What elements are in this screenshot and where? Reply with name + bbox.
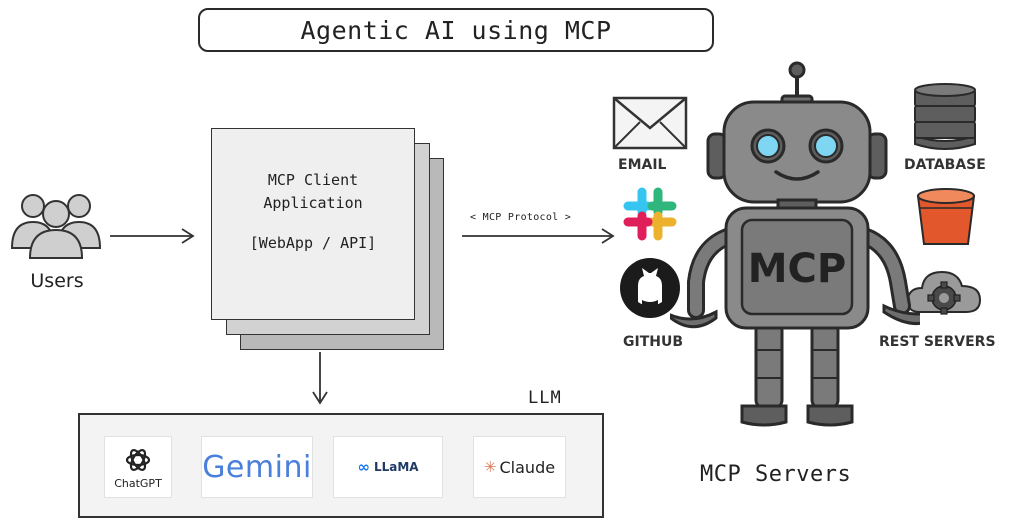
database-icon — [914, 83, 976, 150]
chatgpt-label: ChatGPT — [114, 476, 162, 490]
diagram-title: Agentic AI using MCP — [198, 8, 714, 52]
claude-star-icon: ✳ — [483, 458, 497, 476]
client-title-line2: Application — [263, 194, 363, 212]
mcp-protocol-label: < MCP Protocol > — [470, 212, 572, 223]
arrow-users-to-client — [110, 228, 195, 244]
github-label: GITHUB — [623, 334, 684, 350]
email-label: EMAIL — [618, 157, 667, 173]
robot-chest-label: MCP — [748, 246, 846, 292]
gemini-logo-card: Gemini — [201, 436, 313, 498]
storage-bucket-icon — [916, 188, 976, 245]
github-icon — [620, 258, 680, 318]
llama-logo-card: ∞ LLaMA — [333, 436, 443, 498]
users-label: Users — [30, 270, 84, 292]
client-title-line1: MCP Client — [267, 171, 359, 189]
claude-label: Claude — [499, 457, 556, 477]
mcp-client-application: MCP Client Application [WebApp / API] — [211, 128, 415, 320]
arrow-client-to-llm — [312, 352, 328, 405]
arrow-client-to-servers — [462, 228, 615, 244]
users-icon — [10, 194, 102, 259]
chatgpt-logo-card: ChatGPT — [104, 436, 172, 498]
llama-label: LLaMA — [373, 460, 419, 474]
email-icon — [612, 96, 688, 150]
gemini-label: Gemini — [202, 449, 312, 485]
claude-logo-card: ✳ Claude — [473, 436, 566, 498]
slack-icon — [623, 187, 677, 241]
llm-label: LLM — [528, 388, 562, 408]
client-subtitle: [WebApp / API] — [249, 234, 377, 252]
database-label: DATABASE — [904, 157, 986, 173]
openai-icon — [125, 448, 151, 471]
mcp-servers-label: MCP Servers — [700, 462, 852, 487]
mcp-robot-illustration: MCP — [670, 61, 920, 427]
rest-servers-label: REST SERVERS — [879, 334, 996, 350]
meta-infinity-icon: ∞ — [357, 458, 370, 476]
